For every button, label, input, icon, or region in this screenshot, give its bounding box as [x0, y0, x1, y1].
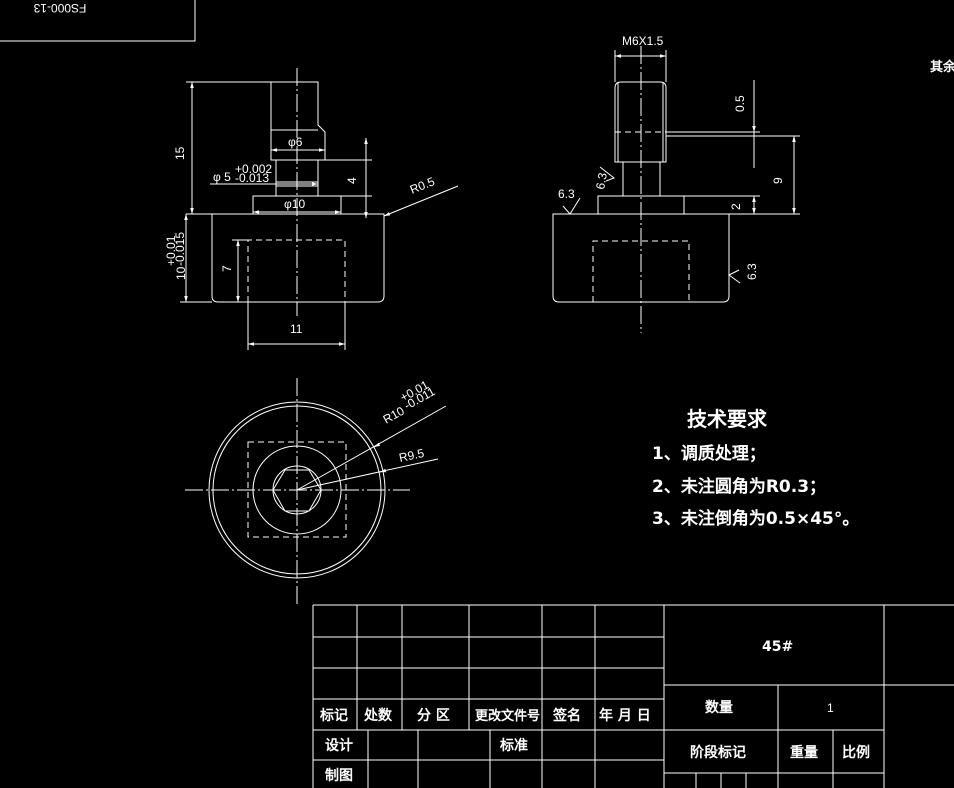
drawing-number: FS000-13 [33, 1, 86, 15]
dim-step-h: 4 [345, 177, 359, 184]
title-block: 45# 标记 处数 分 区 更改文件号 签名 年 月 日 数量 1 设计 标准 … [312, 604, 954, 788]
dim-h2: 2 [729, 203, 743, 210]
tb-header-mark: 标记 [319, 707, 348, 724]
roughness-symbol-1 [562, 197, 581, 215]
dim-r-outer: R10 [381, 404, 407, 427]
tb-material: 45# [762, 639, 793, 655]
tb-header-count: 处数 [363, 707, 393, 724]
side-body [552, 213, 730, 303]
dim-pocket-w: 11 [290, 322, 303, 336]
dim-fillet: R0.5 [408, 174, 437, 197]
dim-r-inner: R9.5 [398, 446, 426, 465]
dim-dia-tol-upper: +0.002 [235, 162, 272, 176]
tb-header-date: 年 月 日 [599, 707, 651, 724]
dim-thread: M6X1.5 [622, 34, 664, 48]
tb-quantity: 1 [827, 701, 834, 715]
top-view: R10 +0.01 -0.011 R9.5 [185, 378, 447, 605]
front-body [211, 213, 385, 303]
tech-item-2: 2、未注圆角为R0.3； [652, 476, 826, 497]
tb-stage-mark: 阶段标记 [690, 744, 746, 761]
front-view: 15 φ6 φ 5 +0.002 -0.013 φ10 4 R0.5 10 +0… [164, 68, 459, 350]
tech-title: 技术要求 [687, 407, 768, 431]
tech-requirements: 技术要求 1、调质处理； 2、未注圆角为R0.3； 3、未注倒角为0.5×45°… [652, 407, 859, 529]
roughness-1: 6.3 [558, 187, 575, 201]
side-view: M6X1.5 0.5 9 2 6.3 6.3 6.3 [552, 34, 800, 333]
tb-header-sign: 签名 [552, 707, 581, 724]
tb-header-change-doc: 更改文件号 [475, 708, 540, 724]
dim-body-h-lower: -0.015 [173, 232, 187, 266]
side-stud [614, 81, 667, 163]
dim-total-height: 15 [173, 146, 187, 160]
tb-design: 设计 [325, 737, 353, 754]
remaining-note: 其余 [930, 59, 954, 75]
side-pocket [592, 240, 690, 302]
roughness-symbol-2 [599, 166, 616, 182]
drawing-number-box: FS000-13 [0, 0, 196, 42]
tb-weight: 重量 [790, 744, 818, 761]
dim-dia-tol-lower: -0.013 [235, 171, 269, 185]
tech-item-1: 1、调质处理； [652, 443, 766, 464]
dim-body-h-upper: +0.01 [164, 235, 178, 266]
tb-standard: 标准 [499, 737, 528, 754]
roughness-symbol-3 [728, 269, 741, 284]
tb-header-zone: 分 区 [417, 708, 450, 724]
tech-item-3: 3、未注倒角为0.5×45°。 [652, 508, 859, 529]
tb-scale: 比例 [842, 744, 870, 761]
dim-dia-base: φ10 [284, 197, 305, 211]
dim-dia-tol: φ 5 [213, 170, 231, 184]
dim-pocket-h: 7 [220, 265, 234, 272]
front-stud-top [270, 81, 326, 161]
dim-dia-small: φ6 [288, 135, 303, 149]
tb-drawn: 制图 [325, 767, 353, 784]
dim-chamfer: 0.5 [733, 95, 747, 112]
roughness-3: 6.3 [745, 263, 759, 280]
roughness-2: 6.3 [593, 171, 610, 190]
dim-body-h: 10 [174, 266, 188, 280]
dim-h9: 9 [771, 177, 785, 184]
tb-quantity-label: 数量 [705, 699, 733, 716]
